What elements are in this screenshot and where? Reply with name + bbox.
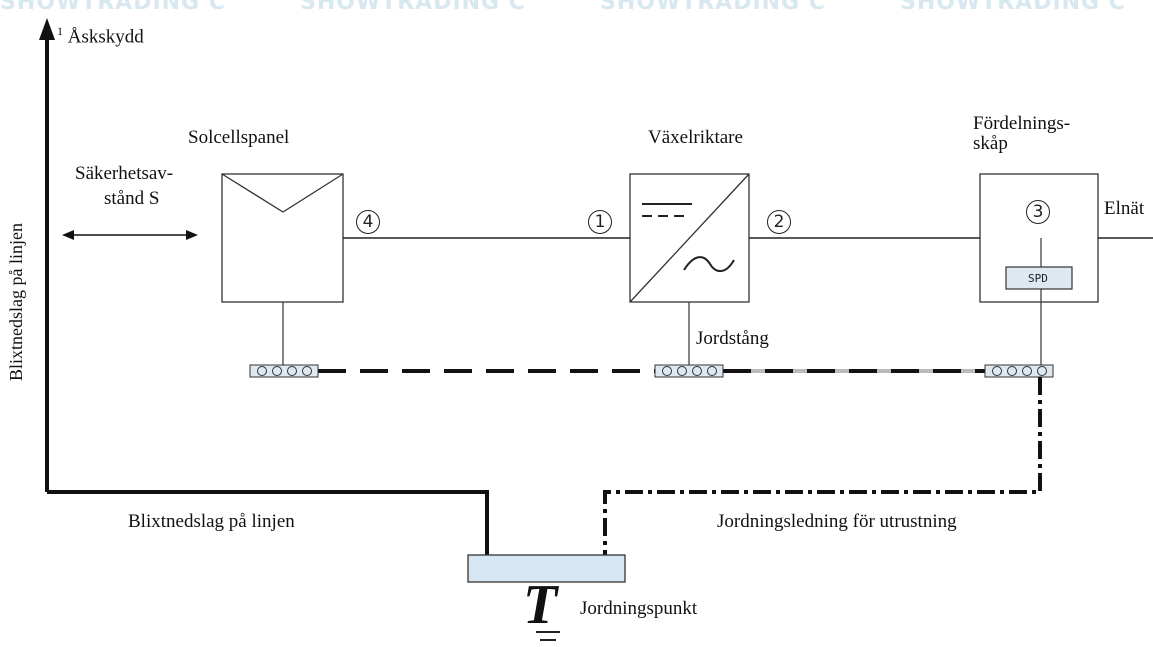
earth-symbol-base (536, 631, 560, 641)
distribution-cabinet (979, 173, 1099, 365)
ground-terminal-cabinet (984, 364, 1054, 378)
lightning-protection-label: 1 Åskskydd (57, 24, 144, 48)
safety-distance-arrow (62, 230, 198, 240)
ground-rod-label: Jordstång (696, 328, 769, 349)
grounding-point-label: Jordningspunkt (580, 598, 698, 619)
grid-label: Elnät (1104, 198, 1145, 219)
equipment-ground-wire-label: Jordningsledning för utrustning (717, 511, 957, 532)
watermark: SHOWTRADING C (600, 0, 826, 15)
lightning-strike-vertical-label: Blixtnedslag på linjen (6, 223, 26, 381)
safety-distance-label-1: Säkerhetsav- (75, 163, 174, 184)
earth-symbol: T (523, 574, 558, 636)
distribution-cabinet-label-1: Fördelnings- (973, 113, 1071, 134)
spd-label: SPD (1028, 272, 1048, 285)
grounding-bar (467, 554, 626, 583)
ground-terminal-inverter (654, 364, 724, 378)
solar-panel-label: Solcellspanel (188, 127, 290, 148)
node-3: 3 (1026, 200, 1050, 224)
inverter (629, 173, 750, 365)
watermark: SHOWTRADING C (900, 0, 1126, 15)
superscript: 1 (57, 24, 63, 38)
lightning-strike-bottom-label: Blixtnedslag på linjen (128, 511, 295, 532)
lightning-rod (39, 18, 489, 555)
node-1: 1 (588, 210, 612, 234)
node-4: 4 (356, 210, 380, 234)
inverter-label: Växelriktare (648, 127, 743, 148)
equipment-ground-wire (603, 377, 1042, 555)
solar-panel (221, 173, 344, 365)
safety-distance-label-2: stånd S (104, 188, 160, 209)
watermark: SHOWTRADING C (0, 0, 226, 15)
lightning-protection-text: Åskskydd (67, 26, 144, 48)
distribution-cabinet-label-2: skåp (973, 133, 1008, 154)
node-2: 2 (767, 210, 791, 234)
ground-terminal-panel (249, 364, 319, 378)
watermark: SHOWTRADING C (300, 0, 526, 15)
